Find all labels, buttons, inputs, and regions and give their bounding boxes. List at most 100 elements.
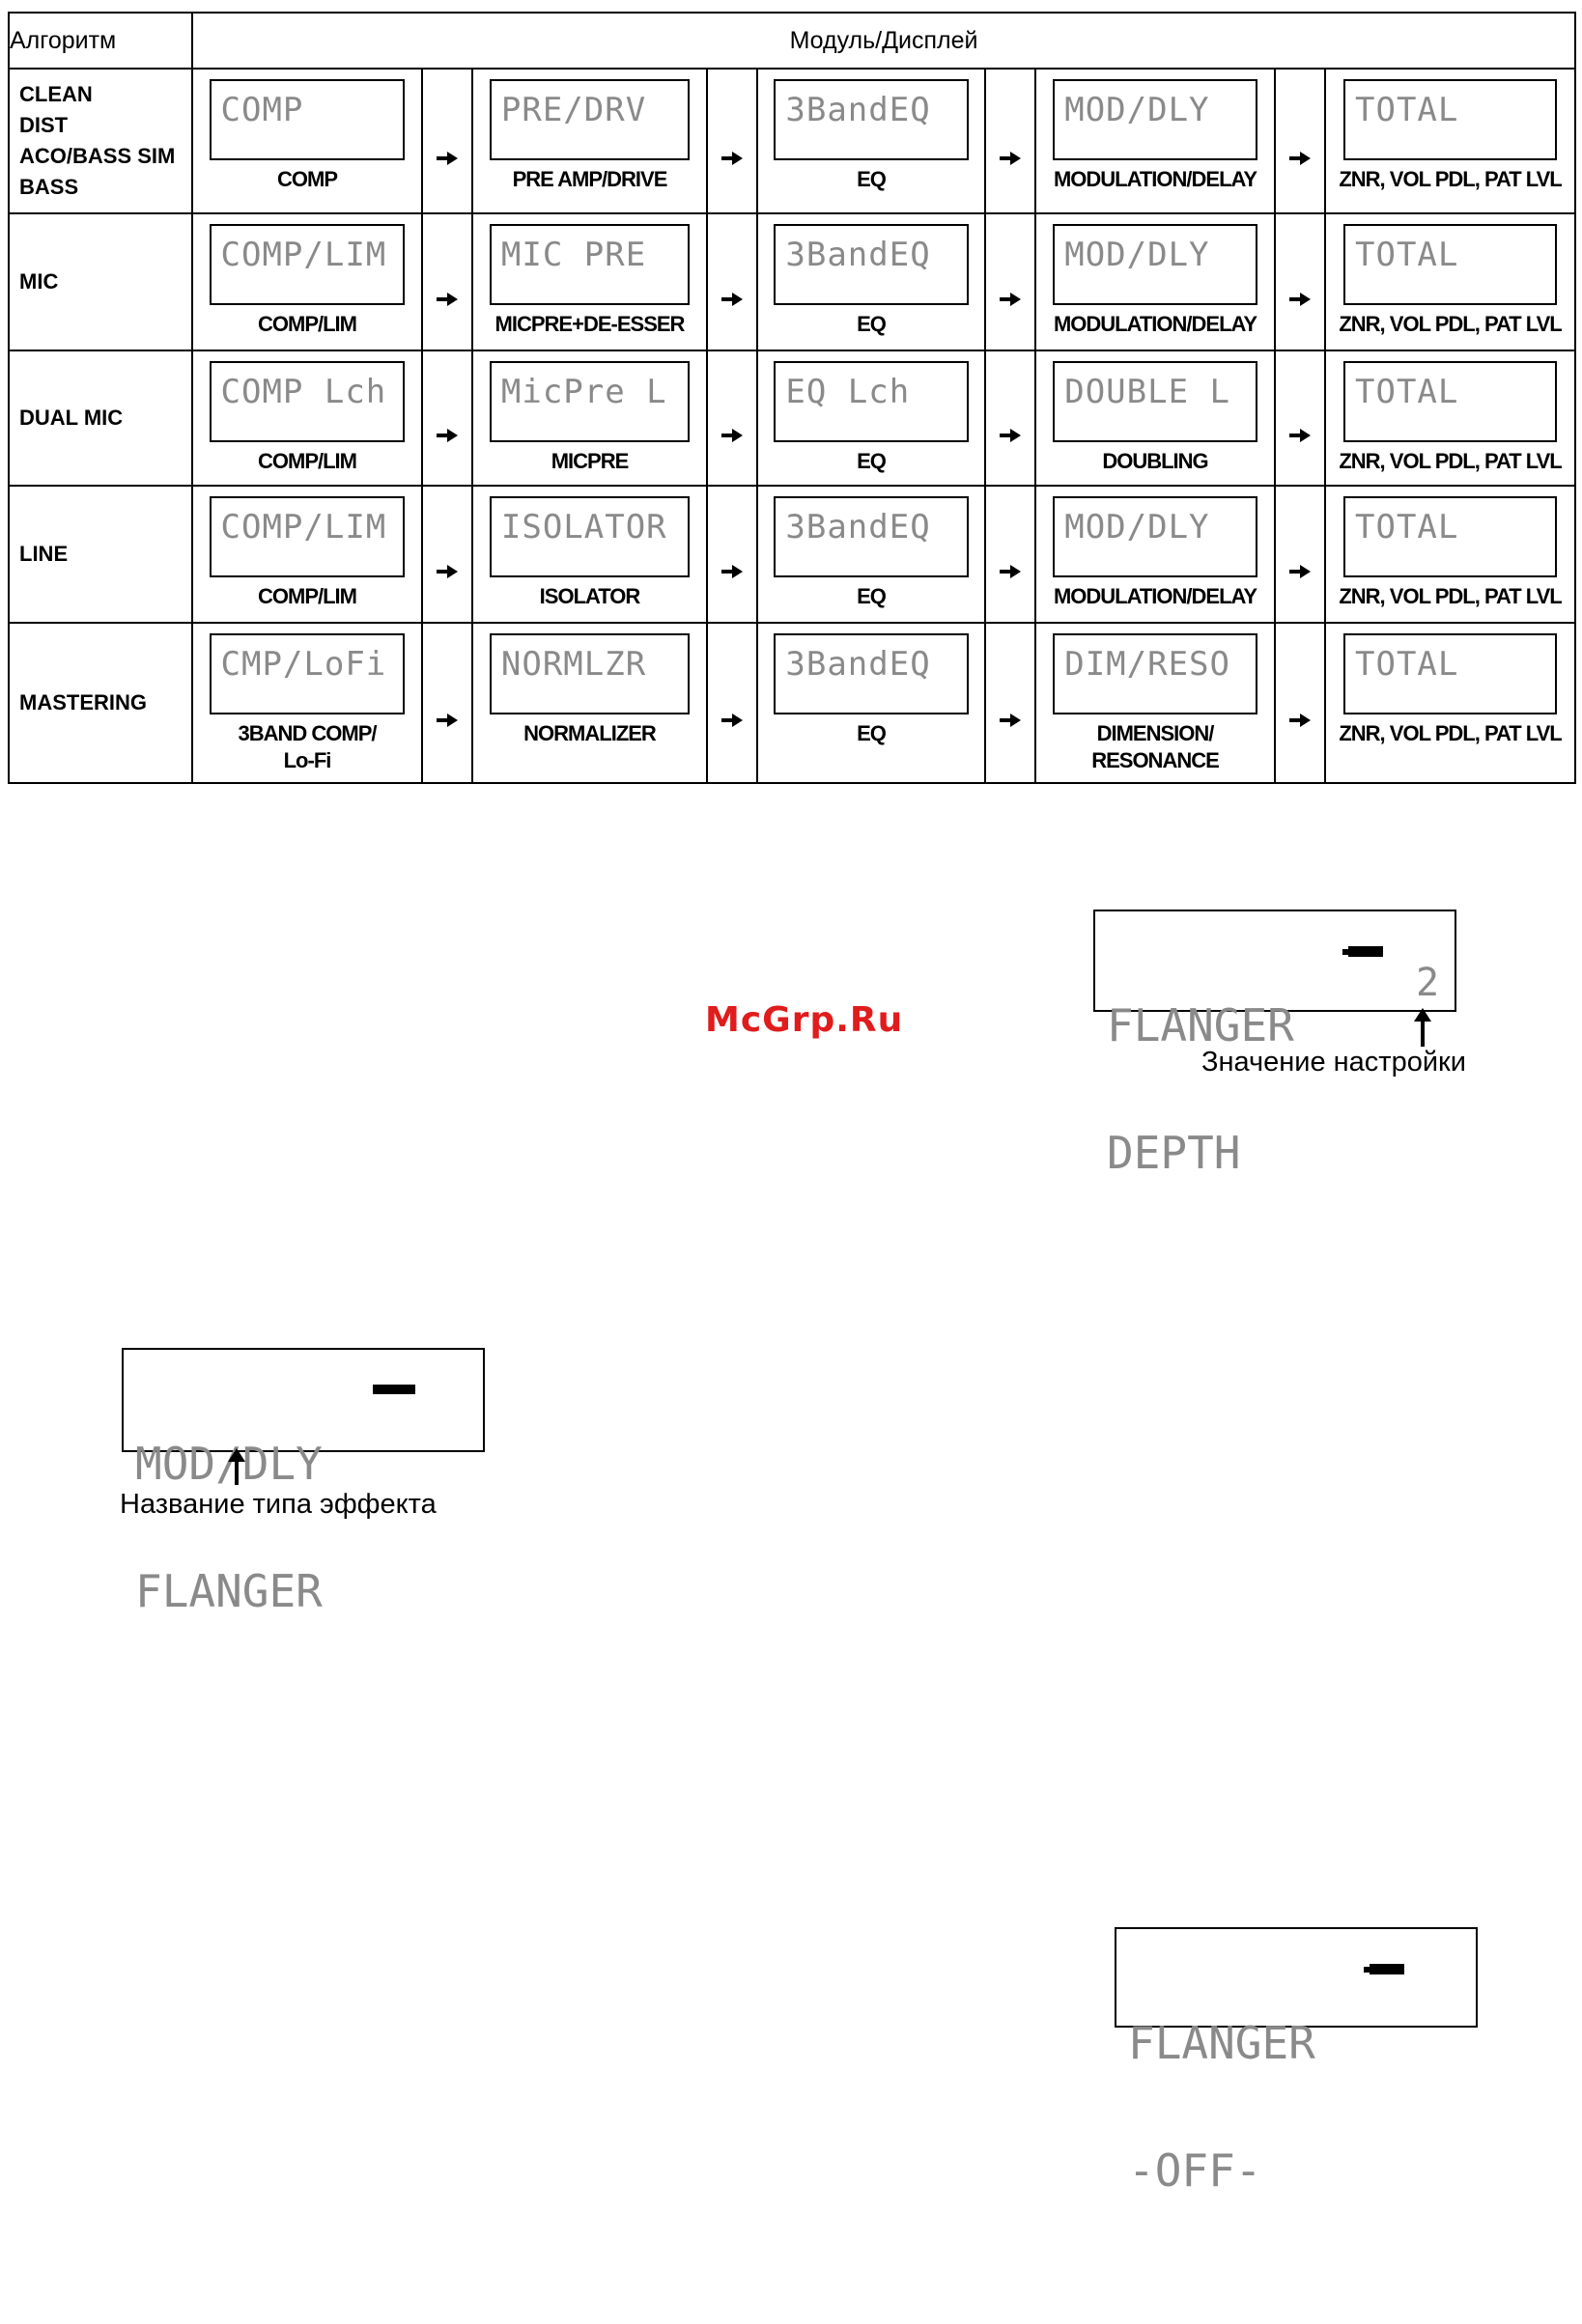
module-label: EQ bbox=[857, 584, 887, 608]
header-module-display: Модуль/Дисплей bbox=[190, 12, 1577, 70]
module-lcd-display: TOTAL bbox=[1343, 496, 1558, 577]
module-lcd-display: COMP Lch bbox=[209, 361, 406, 442]
algorithm-name-line: MASTERING bbox=[19, 690, 147, 714]
module-lcd-display: COMP/LIM bbox=[209, 496, 406, 577]
module-cell: COMP/LIM COMP/LIM bbox=[191, 485, 423, 624]
flow-arrow-cell bbox=[421, 212, 473, 351]
module-label: MODULATION/DELAY bbox=[1053, 584, 1257, 608]
module-lcd-display: TOTAL bbox=[1343, 224, 1558, 305]
lcd-line-1: MOD/DLY bbox=[135, 1438, 323, 1490]
setting-value-caption: Значение настройки bbox=[1201, 1047, 1466, 1078]
lcd-off-display: FLANGER -OFF- bbox=[1115, 1927, 1478, 2193]
algorithm-name: MIC bbox=[8, 212, 193, 351]
module-lcd-display: 3BandEQ bbox=[774, 224, 969, 305]
module-lcd-display: MOD/DLY bbox=[1053, 79, 1257, 160]
arrow-right-icon bbox=[1289, 564, 1311, 578]
arrow-right-icon bbox=[721, 428, 743, 442]
flow-arrow-cell bbox=[984, 212, 1036, 351]
module-lcd-display: TOTAL bbox=[1343, 633, 1558, 714]
flow-arrow-cell bbox=[706, 350, 758, 487]
cursor-tick-icon bbox=[1342, 949, 1348, 955]
arrow-right-icon bbox=[1000, 151, 1021, 165]
module-cell: PRE/DRV PRE AMP/DRIVE bbox=[471, 68, 708, 214]
module-label: ZNR, VOL PDL, PAT LVL bbox=[1339, 584, 1562, 608]
arrow-right-icon bbox=[437, 428, 458, 442]
lcd-line-1: FLANGER bbox=[1128, 2017, 1315, 2069]
module-cell: MOD/DLY MODULATION/DELAY bbox=[1034, 212, 1276, 351]
module-label: COMP/LIM bbox=[258, 584, 357, 608]
arrow-right-icon bbox=[721, 713, 743, 727]
module-lcd-display: COMP bbox=[209, 79, 406, 160]
arrow-up-icon bbox=[1414, 1008, 1431, 1047]
arrow-right-icon bbox=[437, 564, 458, 578]
table-header-row: Алгоритм Модуль/Дисплей bbox=[8, 12, 1577, 70]
module-label: DIMENSION/ RESONANCE bbox=[1091, 721, 1220, 772]
arrow-right-icon bbox=[721, 151, 743, 165]
flow-arrow-cell bbox=[706, 212, 758, 351]
module-cell: TOTAL ZNR, VOL PDL, PAT LVL bbox=[1323, 485, 1577, 624]
arrow-right-icon bbox=[1000, 292, 1021, 306]
arrow-right-icon bbox=[437, 151, 458, 165]
lcd-line-2: -OFF- bbox=[1128, 2144, 1262, 2197]
arrow-right-icon bbox=[1000, 564, 1021, 578]
module-cell: MOD/DLY MODULATION/DELAY bbox=[1034, 485, 1276, 624]
setting-value: 2 bbox=[1416, 961, 1440, 1005]
module-lcd-display: 3BandEQ bbox=[774, 79, 969, 160]
module-lcd-display: COMP/LIM bbox=[209, 224, 406, 305]
module-lcd-display: ISOLATOR bbox=[489, 496, 691, 577]
module-label: EQ bbox=[857, 449, 887, 473]
arrow-right-icon bbox=[1000, 428, 1021, 442]
cursor-bar-icon bbox=[373, 1385, 415, 1394]
module-lcd-display: MOD/DLY bbox=[1053, 496, 1257, 577]
module-cell: 3BandEQ EQ bbox=[756, 68, 986, 214]
arrow-right-icon bbox=[437, 713, 458, 727]
algorithm-name: DUAL MIC bbox=[8, 350, 193, 487]
module-label: ISOLATOR bbox=[539, 584, 641, 608]
arrow-right-icon bbox=[1289, 151, 1311, 165]
flow-arrow-cell bbox=[421, 622, 473, 784]
module-label: MODULATION/DELAY bbox=[1053, 167, 1257, 191]
module-label: COMP bbox=[277, 167, 338, 191]
flow-arrow-cell bbox=[421, 485, 473, 624]
arrow-right-icon bbox=[721, 292, 743, 306]
module-label: PRE AMP/DRIVE bbox=[512, 167, 668, 191]
algorithm-name-line: BASS bbox=[19, 175, 79, 199]
lcd-effect-type-display: MOD/DLY FLANGER bbox=[122, 1348, 485, 1613]
module-lcd-display: MOD/DLY bbox=[1053, 224, 1257, 305]
algorithm-name-line: ACO/BASS SIM bbox=[19, 144, 176, 168]
module-label: EQ bbox=[857, 167, 887, 191]
module-lcd-display: PRE/DRV bbox=[489, 79, 691, 160]
flow-arrow-cell bbox=[421, 68, 473, 214]
algorithm-name-line: DUAL MIC bbox=[19, 406, 124, 430]
lcd-line-2: FLANGER bbox=[135, 1565, 323, 1617]
module-label: MODULATION/DELAY bbox=[1053, 312, 1257, 336]
module-cell: MOD/DLY MODULATION/DELAY bbox=[1034, 68, 1276, 214]
module-cell: COMP COMP bbox=[191, 68, 423, 214]
algorithm-name: LINE bbox=[8, 485, 193, 624]
module-lcd-display: NORMLZR bbox=[489, 633, 691, 714]
module-label: COMP/LIM bbox=[258, 449, 357, 473]
lcd-setting-display: FLANGER DEPTH 2 bbox=[1093, 910, 1456, 1175]
flow-arrow-cell bbox=[1274, 350, 1326, 487]
module-cell: ISOLATOR ISOLATOR bbox=[471, 485, 708, 624]
flow-arrow-cell bbox=[1274, 622, 1326, 784]
flow-arrow-cell bbox=[1274, 68, 1326, 214]
arrow-up-icon bbox=[228, 1448, 245, 1485]
